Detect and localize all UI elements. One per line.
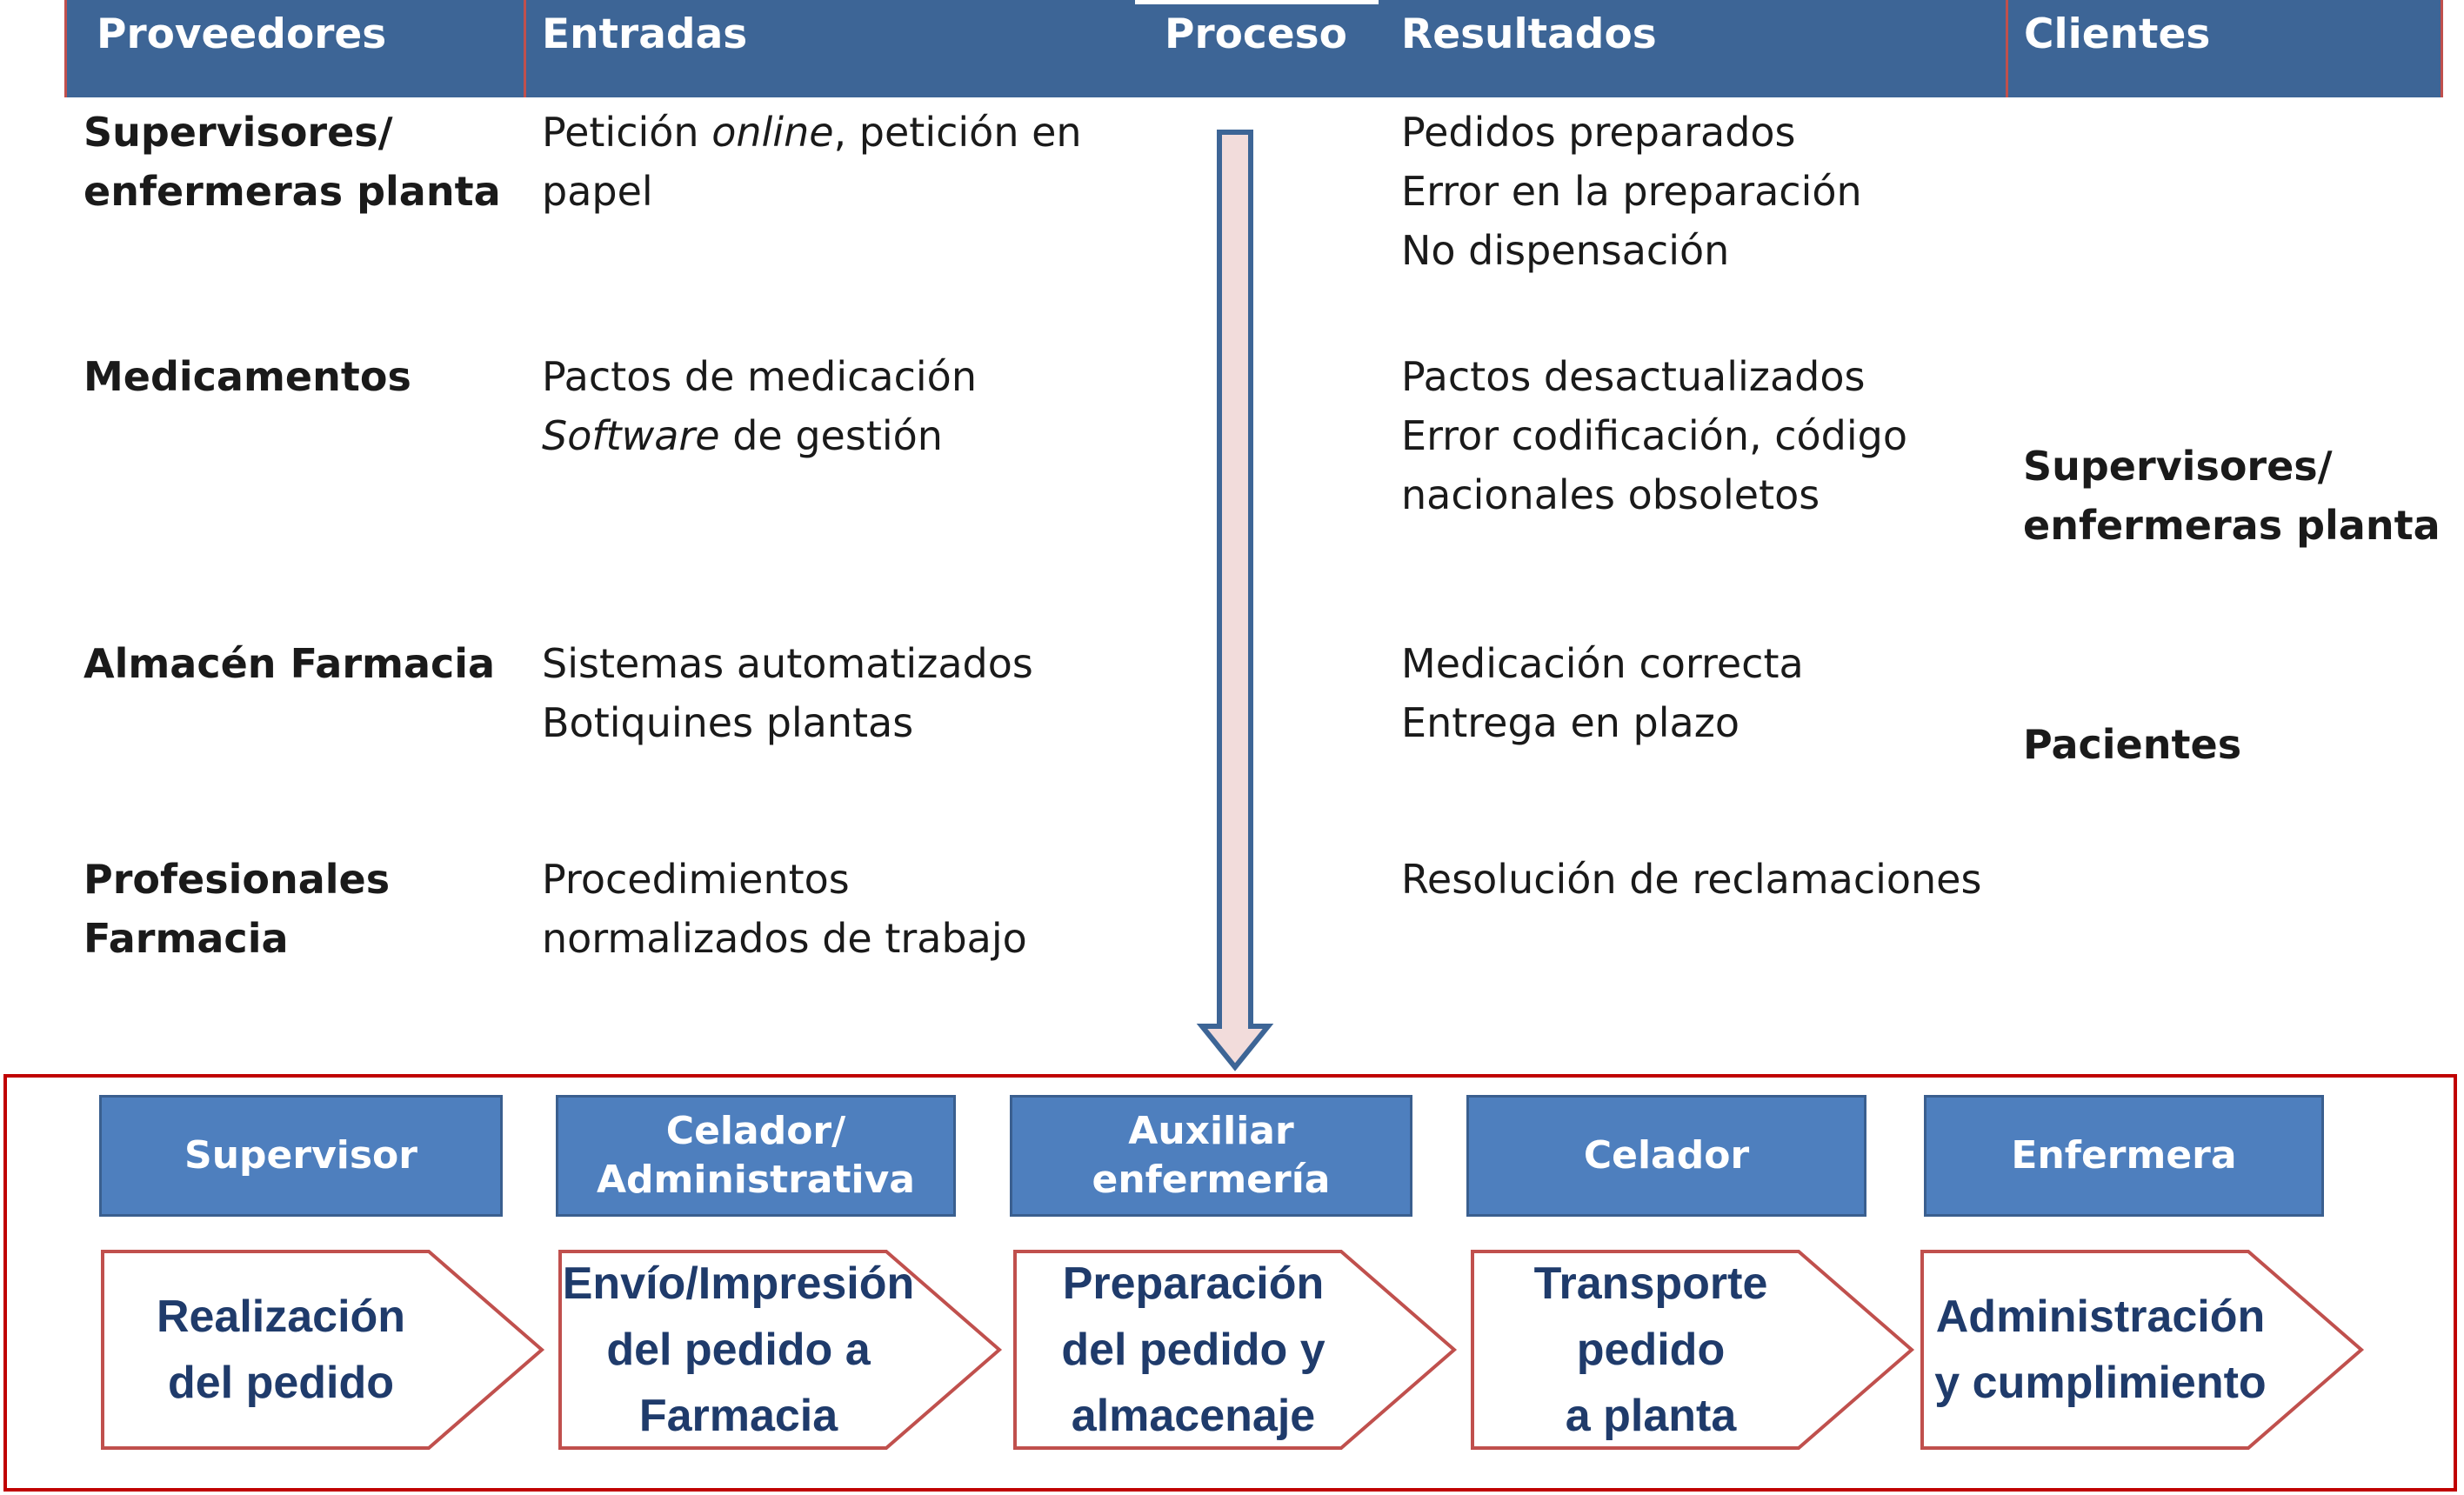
- proveedor-medicamentos: Medicamentos: [83, 353, 411, 400]
- cliente-supervisores: Supervisores/ enfermeras planta: [2023, 443, 2441, 549]
- resultado-pactos: Pactos desactualizados Error codificació…: [1401, 353, 1907, 518]
- step-administracion: Administración y cumplimiento: [1920, 1249, 2365, 1451]
- step-preparacion: Preparación del pedido y almacenaje: [1012, 1249, 1458, 1451]
- cliente-pacientes: Pacientes: [2023, 721, 2242, 768]
- step-label: Realización del pedido: [156, 1291, 406, 1408]
- step-label: Envío/Impresión del pedido a Farmacia: [562, 1258, 915, 1441]
- step-chevron-shape: [1013, 1250, 1458, 1450]
- entrada-gestion: de gestión: [719, 412, 943, 459]
- entrada-online: online: [711, 109, 834, 156]
- step-transporte: Transporte pedido a planta: [1470, 1249, 1915, 1451]
- resultado-medicacion: Medicación correcta Entrega en plazo: [1401, 640, 1804, 746]
- header-divider: [2006, 0, 2008, 97]
- role-supervisor: Supervisor: [99, 1095, 503, 1217]
- process-frame: [3, 1074, 2457, 1492]
- header-entradas: Entradas: [542, 10, 748, 58]
- step-label: Preparación del pedido y almacenaje: [1061, 1258, 1325, 1441]
- resultado-pedidos: Pedidos preparados Error en la preparaci…: [1401, 109, 1862, 274]
- step-chevron-shape: [1920, 1250, 2365, 1450]
- header-proveedores: Proveedores: [97, 10, 387, 58]
- header-notch: [1135, 0, 1379, 4]
- role-enfermera: Enfermera: [1924, 1095, 2324, 1217]
- entrada-peticion: Petición online, petición en papel: [542, 103, 1082, 221]
- step-chevron-shape: [1471, 1250, 1915, 1450]
- header-clientes: Clientes: [2024, 10, 2211, 58]
- step-chevron-shape: [558, 1250, 1003, 1450]
- entrada-software: Software: [542, 412, 720, 459]
- header-divider: [524, 0, 526, 97]
- step-realizacion: Realización del pedido: [100, 1249, 545, 1451]
- header-proceso: Proceso: [1165, 10, 1347, 58]
- process-arrow: [1196, 130, 1274, 1071]
- step-chevron-shape: [101, 1250, 545, 1450]
- header-resultados: Resultados: [1401, 10, 1657, 58]
- resultado-reclamaciones: Resolución de reclamaciones: [1401, 856, 1982, 903]
- entrada-peticion-text: Petición: [542, 109, 712, 156]
- table-header: Proveedores Entradas Proceso Resultados …: [64, 0, 2443, 97]
- proveedor-almacen: Almacén Farmacia: [83, 640, 496, 687]
- entrada-peticion-rest: , petición en papel: [542, 109, 1082, 215]
- entrada-pactos-line1: Pactos de medicación: [542, 353, 977, 400]
- step-envio-impresion: Envío/Impresión del pedido a Farmacia: [558, 1249, 1003, 1451]
- entrada-procedimientos: Procedimientos normalizados de trabajo: [542, 856, 1027, 962]
- role-celador-administrativa: Celador/ Administrativa: [556, 1095, 956, 1217]
- step-label: Administración y cumplimiento: [1934, 1291, 2267, 1408]
- proveedor-supervisores: Supervisores/ enfermeras planta: [83, 109, 501, 215]
- role-auxiliar-enfermeria: Auxiliar enfermería: [1010, 1095, 1412, 1217]
- step-label: Transporte pedido a planta: [1533, 1258, 1768, 1441]
- proveedor-profesionales: Profesionales Farmacia: [83, 856, 391, 962]
- role-celador: Celador: [1466, 1095, 1866, 1217]
- entrada-sistemas: Sistemas automatizados Botiquines planta…: [542, 640, 1033, 746]
